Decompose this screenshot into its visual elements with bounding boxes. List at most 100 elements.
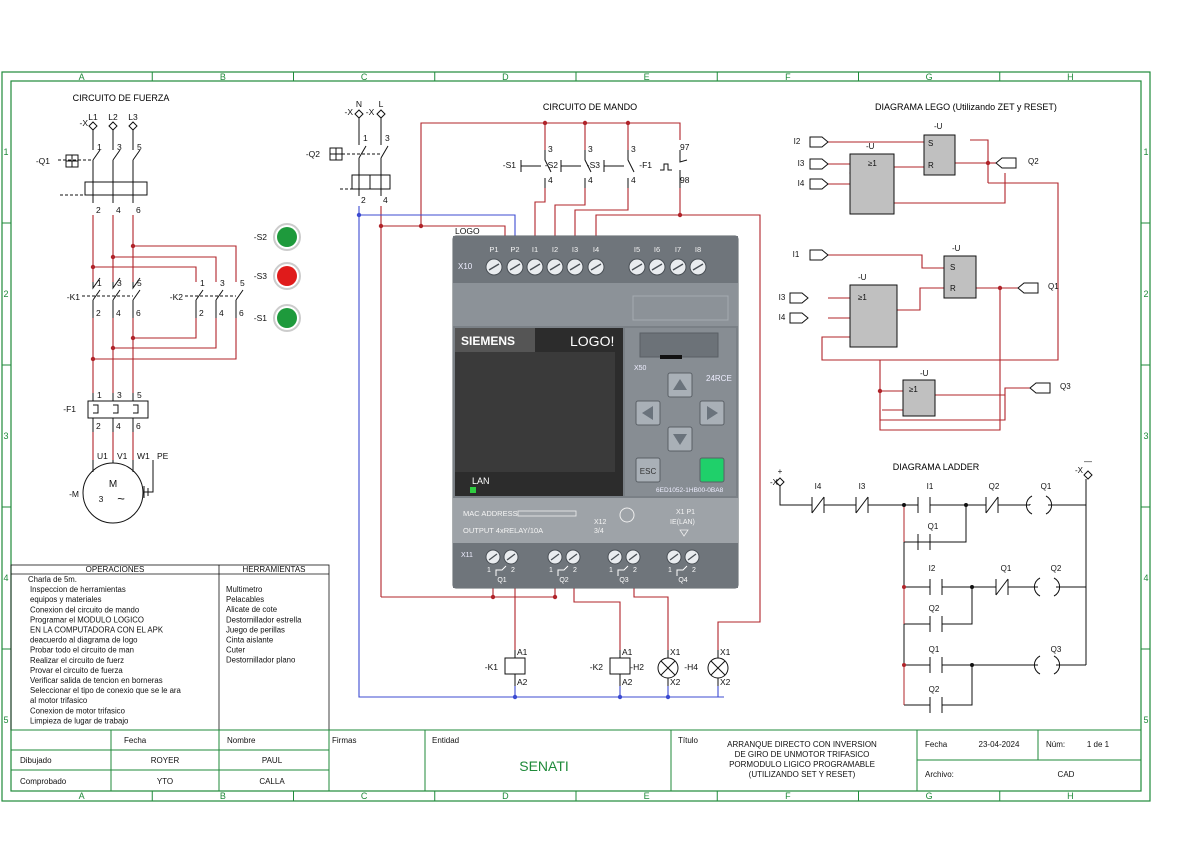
ld-r3-q3: Q3 — [1051, 645, 1062, 654]
plc-input-screw[interactable] — [566, 258, 584, 276]
ctrl-q2-t4: 4 — [383, 195, 388, 205]
tb-titulo-h: Título — [678, 736, 699, 745]
plc-input-screw[interactable] — [587, 258, 605, 276]
plc-input-screw[interactable] — [506, 258, 524, 276]
phase-l1: L1 — [88, 112, 98, 122]
lamp-s2-label: -S2 — [254, 232, 268, 242]
grid-row-left: 4 — [3, 573, 8, 583]
grid-row-right: 4 — [1143, 573, 1148, 583]
plc-input-screw[interactable] — [485, 258, 503, 276]
tb-entidad: SENATI — [519, 758, 569, 774]
ops-item: Realizar el circuito de fuerz — [30, 656, 124, 665]
q1-t6: 6 — [136, 205, 141, 215]
tb-title-4: (UTILIZANDO SET Y RESET) — [749, 770, 856, 779]
fbd-in-i2: I2 — [794, 137, 801, 146]
key-esc[interactable]: ESC — [635, 457, 661, 483]
k1-label: -K1 — [67, 292, 81, 302]
ops-item: Limpieza de lugar de trabajo — [30, 716, 129, 725]
tb-com-nombre: CALLA — [259, 777, 285, 786]
lamp-s1-label: -S1 — [254, 313, 268, 323]
key-ok[interactable] — [699, 457, 725, 483]
plc-input-screw[interactable] — [546, 258, 564, 276]
ops-item: equipos y materiales — [30, 595, 102, 604]
grid-col-bottom: F — [785, 791, 791, 801]
grid-ticks — [2, 72, 1150, 801]
plc-variant: 24RCE — [706, 374, 732, 383]
blk-sr1-u: -U — [934, 122, 943, 131]
blk-or3-ge: ≥1 — [909, 385, 918, 394]
plc-output-screw[interactable] — [485, 549, 501, 565]
plc-output-screw[interactable] — [666, 549, 682, 565]
plc-input-screw[interactable] — [669, 258, 687, 276]
title-lego: DIAGRAMA LEGO (Utilizando ZET y RESET) — [875, 102, 1057, 112]
h2-x2: X2 — [670, 677, 681, 687]
ld-r1-q1: Q1 — [1041, 482, 1052, 491]
plc-out-pin1: 1 — [609, 567, 613, 574]
plc-output-screw[interactable] — [607, 549, 623, 565]
plc-term-label: P2 — [510, 245, 519, 254]
plc-input-screw[interactable] — [689, 258, 707, 276]
pb-s3-t3: 3 — [631, 144, 636, 154]
key-left[interactable] — [635, 400, 661, 426]
plc-out-pin2: 2 — [511, 567, 515, 574]
ld-r2-i2: I2 — [929, 564, 936, 573]
pb-s2-t4: 4 — [588, 175, 593, 185]
grid-col-bottom: B — [220, 791, 226, 801]
fbd-out-q2: Q2 — [1028, 157, 1039, 166]
blk-sr2-r: R — [950, 284, 956, 293]
k2-t5: 5 — [240, 278, 245, 288]
q1-t1: 1 — [97, 142, 102, 152]
grid-row-right: 1 — [1143, 147, 1148, 157]
plc-out-label: Q2 — [559, 577, 568, 584]
arrow-up-icon — [673, 379, 687, 390]
tools-header: HERRAMIENTAS — [243, 565, 306, 574]
plc-out-label: Q1 — [497, 577, 506, 584]
tb-entidad-h: Entidad — [432, 736, 459, 745]
key-esc-label: ESC — [640, 467, 657, 476]
relay-contact-icon — [557, 565, 569, 576]
key-up[interactable] — [667, 372, 693, 398]
grid-col-bottom: C — [361, 791, 368, 801]
plc-output-screw[interactable] — [565, 549, 581, 565]
f1-t1: 1 — [97, 390, 102, 400]
plc-input-screw[interactable] — [628, 258, 646, 276]
f1-98: 98 — [680, 175, 690, 185]
fbd-in-i4b: I4 — [779, 313, 786, 322]
title-mando: CIRCUITO DE MANDO — [543, 102, 637, 112]
tool-item: Multimetro — [226, 585, 263, 594]
ld-r2-q2: Q2 — [1051, 564, 1062, 573]
grid-row-right: 3 — [1143, 431, 1148, 441]
blk-or3-u: -U — [920, 369, 929, 378]
lamp-s1: -S1 — [254, 304, 301, 332]
k1-t4: 4 — [116, 308, 121, 318]
plc-output-screw[interactable] — [684, 549, 700, 565]
grid-row-right: 2 — [1143, 289, 1148, 299]
coil-k2: -K2 — [590, 662, 604, 672]
plc-term-label: I8 — [695, 245, 701, 254]
grid-col-top: E — [644, 72, 650, 82]
tb-fecha: 23-04-2024 — [979, 740, 1020, 749]
pb-s1-t4: 4 — [548, 175, 553, 185]
ctrl-x2: -X — [366, 107, 375, 117]
k1-a2: A2 — [517, 677, 528, 687]
key-right[interactable] — [699, 400, 725, 426]
plc-output-screw[interactable] — [547, 549, 563, 565]
blk-or1-u: -U — [866, 142, 875, 151]
k1-a1: A1 — [517, 647, 528, 657]
k1-t2: 2 — [96, 308, 101, 318]
tb-fecha-h: Fecha — [124, 736, 147, 745]
plc-output-screw[interactable] — [503, 549, 519, 565]
plc-input-screw[interactable] — [648, 258, 666, 276]
plc-out-label: Q3 — [619, 577, 628, 584]
tb-dibujado: Dibujado — [20, 756, 52, 765]
blk-or2-u: -U — [858, 273, 867, 282]
grid-row-left: 1 — [3, 147, 8, 157]
lamp-s3-label: -S3 — [254, 271, 268, 281]
plc-output-screw[interactable] — [625, 549, 641, 565]
q1-t5: 5 — [137, 142, 142, 152]
k2-a1: A1 — [622, 647, 633, 657]
plc-out-pin1: 1 — [487, 567, 491, 574]
key-down[interactable] — [667, 426, 693, 452]
plc-input-screw[interactable] — [526, 258, 544, 276]
